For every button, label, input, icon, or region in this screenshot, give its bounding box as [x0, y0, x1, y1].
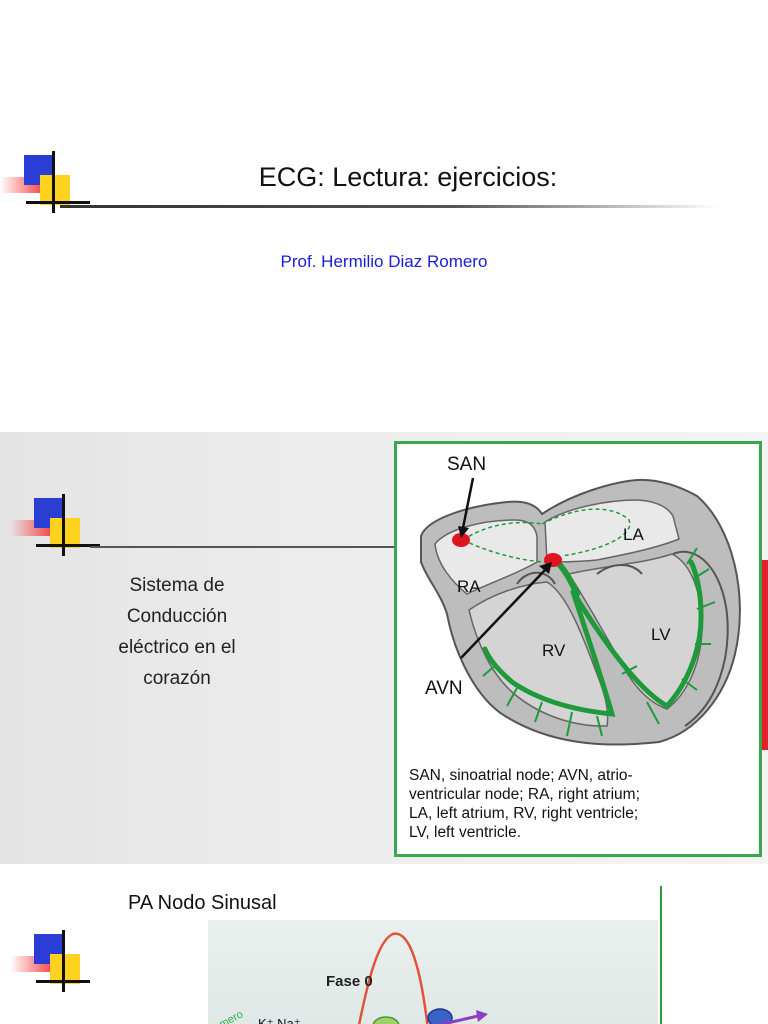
avn-arrow: [460, 569, 546, 659]
slide-logo-icon: [10, 494, 110, 568]
ion-channel-green: [372, 1016, 400, 1024]
internodal-pathway: [462, 521, 543, 541]
right-ventricle-cavity: [468, 581, 609, 727]
logo-vertical-line: [62, 494, 65, 556]
label-ra: RA: [457, 577, 481, 596]
san-arrow: [461, 477, 475, 529]
logo-vertical-line: [62, 930, 65, 992]
heart-conduction-diagram: SAN LA RA LV RV AVN SAN, sinoatrial node…: [394, 441, 762, 857]
heading-line: corazón: [143, 668, 211, 689]
label-la: LA: [623, 525, 644, 544]
slide-title-text: ECG: Lectura: ejercicios:: [258, 162, 558, 192]
logo-horizontal-line: [36, 980, 100, 983]
slide-logo-icon: [0, 151, 100, 225]
label-san: SAN: [447, 454, 486, 475]
logo-horizontal-line: [26, 201, 90, 204]
ion-flow-arrow: [436, 1014, 479, 1024]
tricuspid-valve: [516, 571, 556, 585]
slide-logo-icon: [10, 930, 110, 1004]
title-underline: [60, 205, 720, 208]
action-potential-plot: Fase 0 Romero K⁺ Na⁺: [205, 920, 658, 1024]
phase-label: Fase 0: [326, 973, 373, 990]
right-bundle-branch: [482, 589, 616, 717]
heading-line: Sistema de: [129, 575, 225, 596]
action-potential-illustration: Fase 0 Romero K⁺ Na⁺: [205, 932, 488, 1024]
logo-yellow-square: [50, 518, 80, 548]
label-rv: RV: [542, 641, 566, 660]
heading-line: eléctrico en el: [118, 637, 236, 658]
logo-yellow-square: [50, 954, 80, 984]
caption-line: LA, left atrium, RV, right ventricle;: [409, 805, 639, 822]
action-potential-panel: Fase 0 Romero K⁺ Na⁺ PA Nodo Sinusal: [90, 886, 662, 1024]
caption-line: LV, left ventricle.: [409, 824, 522, 841]
author-name: Prof. Hermilio Diaz Romero: [280, 252, 488, 271]
slide-divider-line: [90, 546, 400, 548]
bachmann-bundle: [541, 508, 631, 557]
purkinje-fibers: [482, 547, 716, 737]
slide-title: ECG: Lectura: ejercicios: Prof. Hermilio…: [0, 0, 768, 430]
ion-flow-arrowhead: [476, 1010, 488, 1022]
mitral-valve: [596, 564, 643, 575]
heading-line: Conducción: [126, 606, 228, 627]
pa-title: PA Nodo Sinusal: [90, 886, 320, 920]
slide-conduction-system: Sistema de Conducción eléctrico en el co…: [0, 432, 768, 864]
logo-horizontal-line: [36, 544, 100, 547]
action-potential-curve: [357, 932, 429, 1024]
diagram-caption: SAN, sinoatrial node; AVN, atrio- ventri…: [409, 766, 755, 842]
internodal-pathway: [462, 539, 550, 563]
sinoatrial-node: [452, 533, 470, 547]
label-avn: AVN: [425, 678, 463, 699]
conduction-heading: Sistema de Conducción eléctrico en el co…: [92, 570, 262, 694]
san-arrowhead: [458, 526, 469, 538]
lv-wall: [672, 550, 729, 727]
left-bundle-branch: [570, 559, 704, 710]
ion-label: K⁺ Na⁺: [258, 1016, 301, 1024]
ion-channel-blue: [427, 1008, 453, 1024]
slide-sinus-node-ap: Fase 0 Romero K⁺ Na⁺ PA Nodo Sinusal: [0, 864, 768, 1024]
heart-illustration: SAN LA RA LV RV AVN: [420, 454, 741, 746]
watermark-text: Romero: [208, 1008, 245, 1024]
caption-line: ventricular node; RA, right atrium;: [409, 786, 640, 803]
left-atrium-cavity: [544, 499, 680, 563]
logo-yellow-square: [40, 175, 70, 205]
caption-line: SAN, sinoatrial node; AVN, atrio-: [409, 767, 633, 784]
side-red-tab: [762, 560, 768, 750]
avn-arrowhead: [539, 562, 552, 574]
logo-vertical-line: [52, 151, 55, 213]
label-lv: LV: [651, 625, 671, 644]
